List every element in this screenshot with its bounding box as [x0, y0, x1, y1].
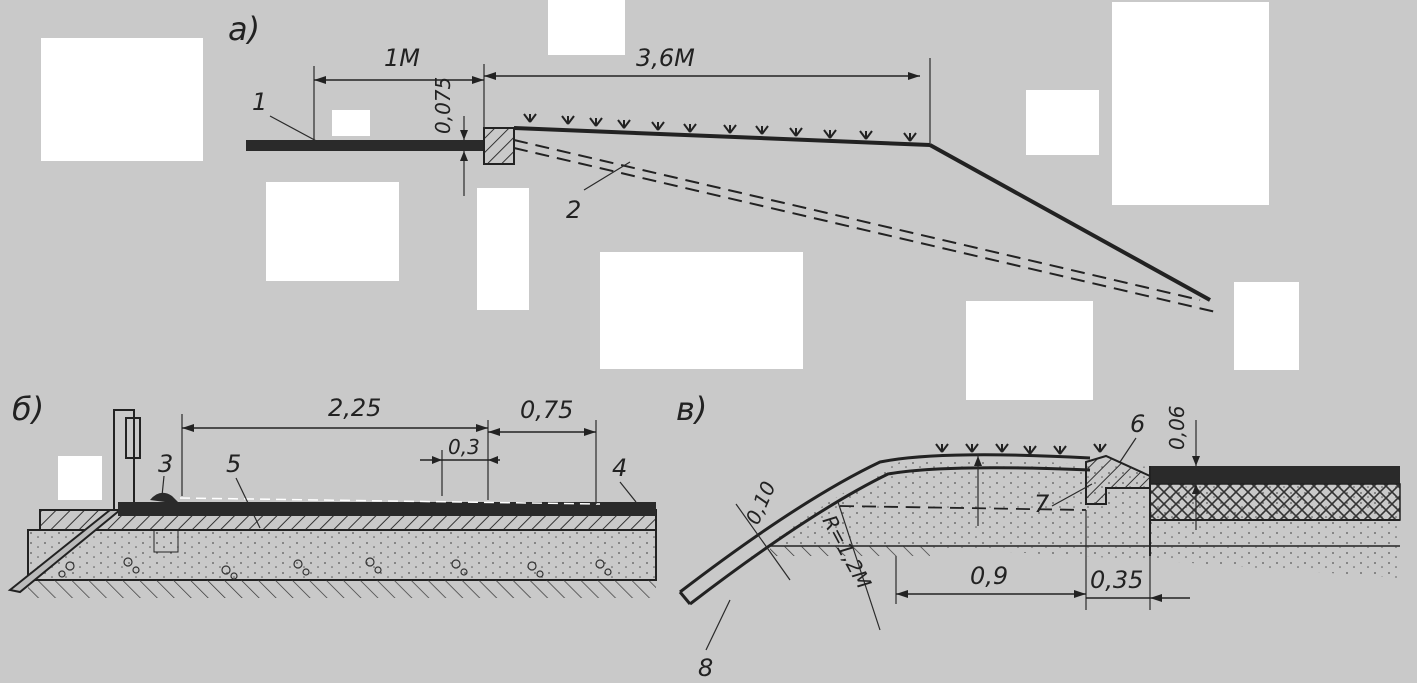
- callout-5-leader: [235, 477, 261, 529]
- shoulder-surface: [513, 126, 931, 147]
- gravel-clusters: [58, 557, 612, 580]
- redaction-box: [477, 188, 529, 310]
- shoulder-curve-top: [679, 453, 1091, 594]
- callout-1-leader: [269, 115, 323, 145]
- callout-1: 1: [252, 88, 267, 116]
- dim-0-06-label: 0,06: [1165, 405, 1189, 450]
- dim-0-06-arrows: [1192, 456, 1200, 494]
- dashed-line-lower: [513, 147, 1221, 314]
- callout-7: 7: [1034, 490, 1050, 518]
- dim-0-3-label: 0,3: [448, 435, 480, 459]
- dim-0-9-label: 0,9: [970, 562, 1008, 590]
- drain-fill: [153, 529, 179, 553]
- dashed-line-upper: [513, 139, 1201, 301]
- redaction-box: [1026, 90, 1099, 155]
- shoulder-curve-bottom: [689, 466, 1091, 606]
- redaction-box: [966, 301, 1093, 400]
- panel-b: б) 2,25: [7, 390, 657, 598]
- panel-b-label: б): [12, 390, 44, 428]
- dim-thickness-label: 0,075: [431, 77, 455, 134]
- embankment-slope: [929, 143, 1211, 302]
- panel-v: в) 0,06: [676, 390, 1401, 682]
- asphalt-layer: [118, 502, 656, 516]
- callout-6-leader: [1119, 437, 1137, 463]
- pavement-base-crosshatch: [1149, 483, 1401, 521]
- callout-4-leader: [619, 481, 637, 503]
- guard-post-plate: [125, 417, 141, 459]
- curb-bead: [150, 492, 180, 504]
- panel-v-label: в): [676, 390, 707, 428]
- callout-5: 5: [226, 450, 241, 478]
- redaction-box: [266, 182, 399, 281]
- redaction-box: [58, 456, 102, 500]
- callout-8: 8: [698, 654, 713, 682]
- subgrade: [28, 580, 656, 598]
- dim-v-height-arrow: [974, 456, 982, 466]
- dim-0-10-line: [735, 503, 791, 581]
- grass-tufts-v: [935, 443, 1107, 455]
- radius-leader: [837, 501, 881, 631]
- callout-4: 4: [612, 454, 627, 482]
- ground-hatch: [770, 546, 930, 556]
- redaction-box: [1112, 2, 1269, 205]
- callout-7-leader: [1051, 483, 1093, 507]
- dim-3-6m-label: 3,6М: [636, 44, 695, 72]
- callout-3-leader: [161, 475, 165, 497]
- redaction-box: [1234, 282, 1299, 370]
- dim-0-35-label: 0,35: [1090, 566, 1143, 594]
- gravel-layer: [27, 529, 657, 581]
- redaction-box: [600, 252, 803, 369]
- pavement-slab: [246, 140, 484, 151]
- callout-6: 6: [1130, 410, 1145, 438]
- callout-2-leader: [583, 161, 631, 191]
- dim-arrows-0-35: [1150, 594, 1162, 602]
- curb-stone: [483, 127, 515, 165]
- panel-a-label: а): [228, 10, 260, 48]
- dim-0-10-label: 0,10: [741, 478, 781, 528]
- redaction-box: [332, 110, 370, 136]
- redaction-box: [548, 0, 625, 55]
- dim-0-75-label: 0,75: [520, 396, 573, 424]
- shoulder-end: [678, 591, 692, 605]
- callout-2: 2: [566, 196, 581, 224]
- dim-arrows-0-75: [488, 428, 596, 436]
- guard-post: [113, 409, 135, 511]
- panel-a: а): [228, 10, 1221, 314]
- water-line: [179, 497, 601, 505]
- dim-1m-label: 1М: [384, 44, 420, 72]
- redaction-box: [41, 38, 203, 161]
- grass-tufts: [523, 113, 917, 142]
- dim-thickness-arrows: [460, 130, 468, 161]
- callout-3: 3: [158, 450, 173, 478]
- curb-block: [1085, 454, 1151, 505]
- dim-2-25-label: 2,25: [328, 394, 381, 422]
- pavement-asphalt: [1150, 466, 1400, 484]
- dashed-line-v: [839, 505, 1087, 511]
- redactions: [41, 0, 1299, 500]
- callout-8-leader: [705, 599, 731, 651]
